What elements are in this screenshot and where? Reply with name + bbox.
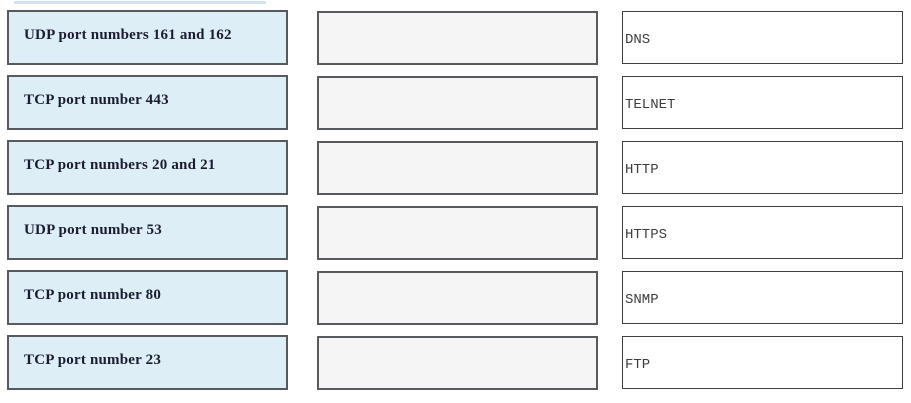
drag-item-tcp-80[interactable]: TCP port number 80 [7, 270, 288, 325]
drag-item-label: TCP port number 23 [24, 352, 162, 368]
drop-slot-http[interactable] [317, 141, 598, 195]
target-label: DNS [625, 31, 651, 48]
target-label-box-dns: DNS [622, 11, 903, 64]
match-row: TCP port number 443 TELNET [0, 75, 911, 131]
drop-slot-snmp[interactable] [317, 271, 598, 325]
target-label: HTTPS [625, 226, 668, 243]
match-row: TCP port number 23 FTP [0, 335, 911, 391]
drag-item-label: TCP port number 443 [24, 92, 169, 108]
drop-slot-https[interactable] [317, 206, 598, 260]
match-row: UDP port number 53 HTTPS [0, 205, 911, 261]
target-label-box-ftp: FTP [622, 336, 903, 389]
target-label: FTP [625, 356, 651, 373]
match-row: TCP port number 80 SNMP [0, 270, 911, 326]
target-label: SNMP [625, 291, 659, 308]
drag-item-label: TCP port numbers 20 and 21 [24, 157, 216, 173]
match-row: TCP port numbers 20 and 21 HTTP [0, 140, 911, 196]
target-label-box-snmp: SNMP [622, 271, 903, 324]
drag-item-label: TCP port number 80 [24, 287, 162, 303]
target-label-box-http: HTTP [622, 141, 903, 194]
drag-item-udp-53[interactable]: UDP port number 53 [7, 205, 288, 260]
drag-item-tcp-443[interactable]: TCP port number 443 [7, 75, 288, 130]
cutoff-blue-strip [14, 1, 266, 4]
drag-item-label: UDP port number 53 [24, 222, 162, 238]
drag-item-label: UDP port numbers 161 and 162 [24, 27, 232, 43]
drop-slot-dns[interactable] [317, 11, 598, 65]
drag-item-udp-161-162[interactable]: UDP port numbers 161 and 162 [7, 10, 288, 65]
target-label: HTTP [625, 161, 659, 178]
drag-item-tcp-20-21[interactable]: TCP port numbers 20 and 21 [7, 140, 288, 195]
match-row: UDP port numbers 161 and 162 DNS [0, 10, 911, 66]
target-label-box-https: HTTPS [622, 206, 903, 259]
target-label-box-telnet: TELNET [622, 76, 903, 129]
drag-item-tcp-23[interactable]: TCP port number 23 [7, 335, 288, 390]
drop-slot-ftp[interactable] [317, 336, 598, 390]
target-label: TELNET [625, 96, 676, 113]
drop-slot-telnet[interactable] [317, 76, 598, 130]
